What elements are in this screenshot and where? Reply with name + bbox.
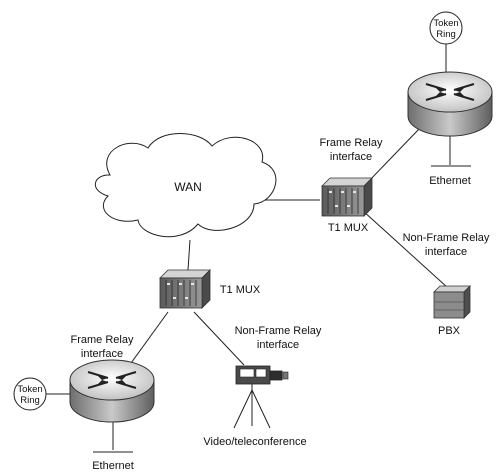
link-mux-top-pbx	[361, 209, 449, 289]
frame-relay-top-label-1: Frame Relay	[320, 137, 383, 149]
frame-relay-top-label-2: interface	[330, 151, 372, 163]
link-router-top-mux	[367, 127, 421, 183]
token-ring-bottom-label-2: Ring	[20, 395, 40, 406]
link-wan-mux-bottom	[187, 239, 191, 271]
token-ring-bottom-label-1: Token	[17, 384, 42, 395]
ethernet-bottom-label: Ethernet	[92, 460, 134, 472]
token-ring-bottom: Token Ring	[13, 377, 47, 411]
wan-label: WAN	[174, 180, 202, 194]
non-frame-relay-bottom-label-1: Non-Frame Relay	[235, 325, 322, 337]
ethernet-top-label: Ethernet	[429, 175, 471, 187]
frame-relay-bottom-label-1: Frame Relay	[71, 334, 134, 346]
non-frame-relay-top-label-1: Non-Frame Relay	[403, 232, 490, 244]
pbx-icon	[433, 285, 471, 319]
non-frame-relay-bottom-label-2: interface	[257, 339, 299, 351]
router-bottom-icon	[69, 359, 155, 423]
token-ring-top-label-2: Ring	[436, 29, 456, 40]
mux-top-icon	[321, 177, 373, 217]
frame-relay-bottom-label-2: interface	[81, 348, 123, 360]
mux-bottom-label: T1 MUX	[220, 284, 261, 296]
link-mux-bottom-video	[193, 311, 245, 366]
links	[46, 43, 471, 453]
video-camera-icon	[233, 365, 289, 429]
video-label: Video/teleconference	[203, 436, 306, 448]
pbx-label: PBX	[438, 325, 461, 337]
token-ring-top: Token Ring	[429, 11, 463, 45]
router-top-icon	[407, 71, 493, 137]
mux-bottom-icon	[159, 269, 211, 309]
wan-cloud: WAN	[95, 133, 277, 238]
mux-top-label: T1 MUX	[328, 222, 369, 234]
non-frame-relay-top-label-2: interface	[425, 246, 467, 258]
link-mux-bottom-router	[125, 311, 169, 371]
token-ring-top-label-1: Token	[433, 18, 458, 29]
